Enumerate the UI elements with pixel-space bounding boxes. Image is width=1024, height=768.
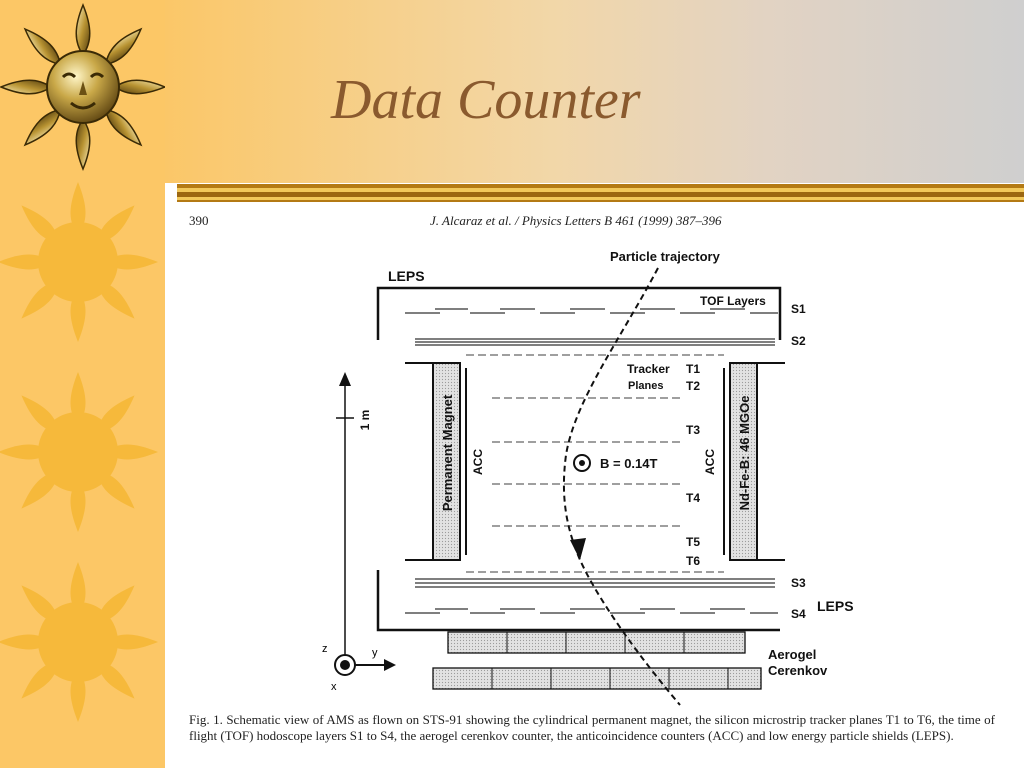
label-leps-top: LEPS	[388, 268, 425, 284]
label-tracker: Tracker	[627, 362, 670, 376]
label-axis-x: x	[331, 681, 337, 693]
label-t2: T2	[686, 379, 700, 393]
figure-caption: Fig. 1. Schematic view of AMS as flown o…	[189, 712, 995, 743]
label-t1: T1	[686, 362, 700, 376]
particle-trajectory	[562, 267, 681, 706]
slide-title: Data Counter	[331, 69, 641, 131]
sun-shape-icon	[0, 562, 158, 722]
label-leps-bottom: LEPS	[817, 598, 854, 614]
label-planes: Planes	[628, 380, 663, 392]
label-acc-left: ACC	[471, 449, 485, 475]
permanent-magnet-right	[723, 362, 785, 561]
gold-sun-face-icon	[0, 3, 165, 171]
label-aerogel: Aerogel	[768, 647, 816, 662]
label-magnet-right: Nd-Fe-B: 46 MGOe	[737, 396, 752, 511]
leps-top-shield	[376, 286, 782, 340]
citation: J. Alcaraz et al. / Physics Letters B 46…	[430, 213, 722, 228]
tof-layer-s1	[405, 308, 778, 314]
label-scale: 1 m	[358, 410, 372, 431]
label-s1: S1	[791, 302, 806, 316]
tof-layer-s2	[415, 338, 775, 346]
label-axis-y: y	[372, 647, 378, 659]
label-t6: T6	[686, 554, 700, 568]
label-acc-right: ACC	[703, 449, 717, 475]
leps-bottom-shield	[376, 570, 780, 632]
decorative-rule	[177, 184, 1024, 202]
label-s4: S4	[791, 607, 806, 621]
coordinate-axes	[334, 654, 396, 676]
tof-layer-s4	[405, 608, 778, 614]
tof-layer-s3	[415, 578, 775, 588]
label-t4: T4	[686, 491, 700, 505]
scale-bar	[336, 372, 354, 660]
label-magnet-left: Permanent Magnet	[440, 394, 455, 511]
label-s2: S2	[791, 334, 806, 348]
permanent-magnet-left	[405, 362, 467, 561]
label-t5: T5	[686, 535, 700, 549]
label-t3: T3	[686, 423, 700, 437]
header-band	[165, 0, 1024, 183]
sun-shape-icon	[0, 372, 158, 532]
label-tof: TOF Layers	[700, 294, 766, 308]
aerogel-cerenkov-counter	[432, 631, 762, 690]
label-trajectory: Particle trajectory	[610, 249, 721, 264]
label-cerenkov: Cerenkov	[768, 663, 828, 678]
label-s3: S3	[791, 576, 806, 590]
sidebar-decoration	[0, 0, 165, 768]
trajectory-arrow-icon	[570, 538, 586, 560]
label-axis-z: z	[322, 643, 328, 655]
page-number: 390	[189, 213, 209, 228]
tracker-planes	[466, 397, 724, 573]
magnetic-field-icon	[573, 454, 591, 472]
label-field: B = 0.14T	[600, 456, 658, 471]
sun-shape-icon	[0, 182, 158, 342]
